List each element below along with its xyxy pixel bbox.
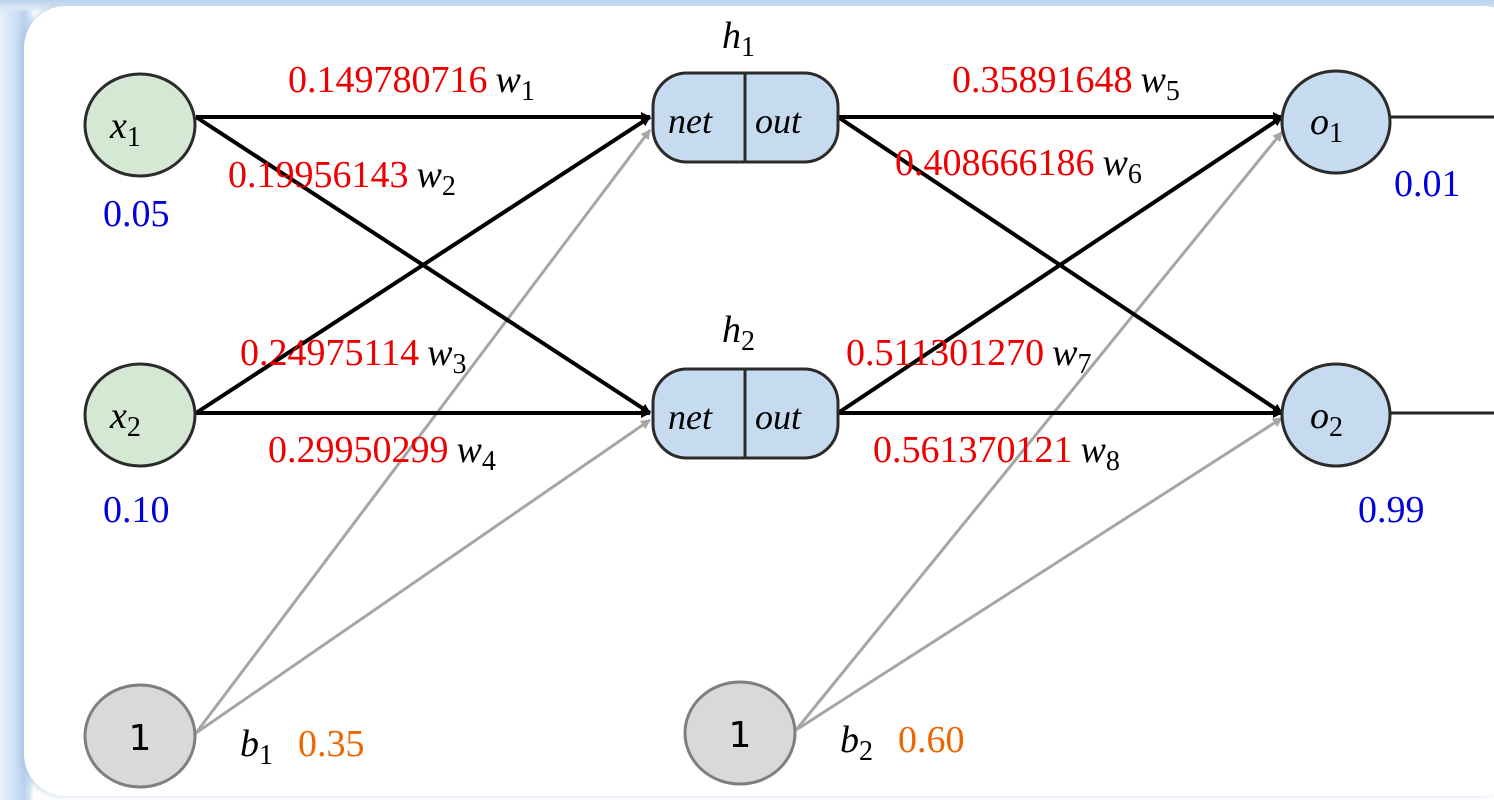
- svg-text:h1: h1: [722, 15, 755, 63]
- weight-edges: [194, 112, 1494, 418]
- input-value-x2: 0.10: [103, 489, 170, 531]
- hidden-node-h1: h1 net out: [651, 15, 840, 164]
- bias-label-b1: b1 0.35: [240, 723, 365, 771]
- output-node-o1: o1: [1280, 69, 1392, 175]
- edge-w3: [194, 115, 652, 415]
- input-value-x1: 0.05: [103, 193, 170, 235]
- svg-text:1: 1: [729, 715, 752, 756]
- edge-w7: [836, 115, 1284, 415]
- svg-text:b2: b2: [840, 719, 873, 767]
- bias-node-b1: 1: [83, 683, 197, 789]
- target-value-o1: 0.01: [1394, 163, 1461, 205]
- edge-b1-h2: [195, 418, 651, 735]
- input-node-x1: x1: [83, 72, 197, 178]
- output-node-o2: o2: [1280, 362, 1392, 468]
- h1-net-label: net: [668, 101, 713, 141]
- svg-text:o2: o2: [1310, 395, 1343, 443]
- hidden-node-h2: h2 net out: [651, 309, 840, 460]
- edge-b2-o2: [795, 416, 1283, 732]
- bias-label-b2: b2 0.60: [840, 719, 965, 767]
- edge-b1-h1: [194, 129, 652, 734]
- h2-out-label: out: [755, 397, 802, 437]
- svg-text:h2: h2: [722, 309, 755, 357]
- svg-text:b1: b1: [240, 723, 273, 771]
- svg-text:1: 1: [129, 718, 152, 759]
- input-node-x2: x2: [83, 362, 197, 468]
- svg-text:x1: x1: [109, 105, 141, 153]
- h1-out-label: out: [755, 101, 802, 141]
- bias-node-b2: 1: [683, 680, 797, 786]
- svg-text:x2: x2: [109, 395, 141, 443]
- target-value-o2: 0.99: [1358, 489, 1425, 531]
- h2-net-label: net: [668, 397, 713, 437]
- bias-edges: [194, 129, 1284, 735]
- edge-b2-o1: [794, 131, 1284, 731]
- svg-text:o1: o1: [1310, 101, 1343, 149]
- bias-value-b1: 0.35: [298, 723, 365, 765]
- bias-value-b2: 0.60: [898, 719, 965, 761]
